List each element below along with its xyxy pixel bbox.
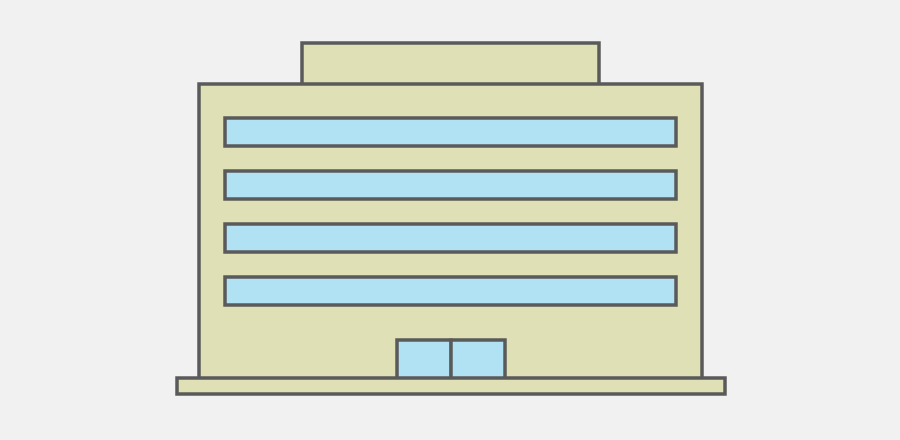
entrance-door-right: [449, 338, 507, 382]
window-band-2: [223, 169, 678, 201]
entrance-door-left: [395, 338, 453, 382]
window-band-4: [223, 275, 678, 307]
window-band-1: [223, 116, 678, 148]
building-base: [175, 376, 727, 396]
window-band-3: [223, 222, 678, 254]
roof-penthouse: [300, 41, 601, 87]
